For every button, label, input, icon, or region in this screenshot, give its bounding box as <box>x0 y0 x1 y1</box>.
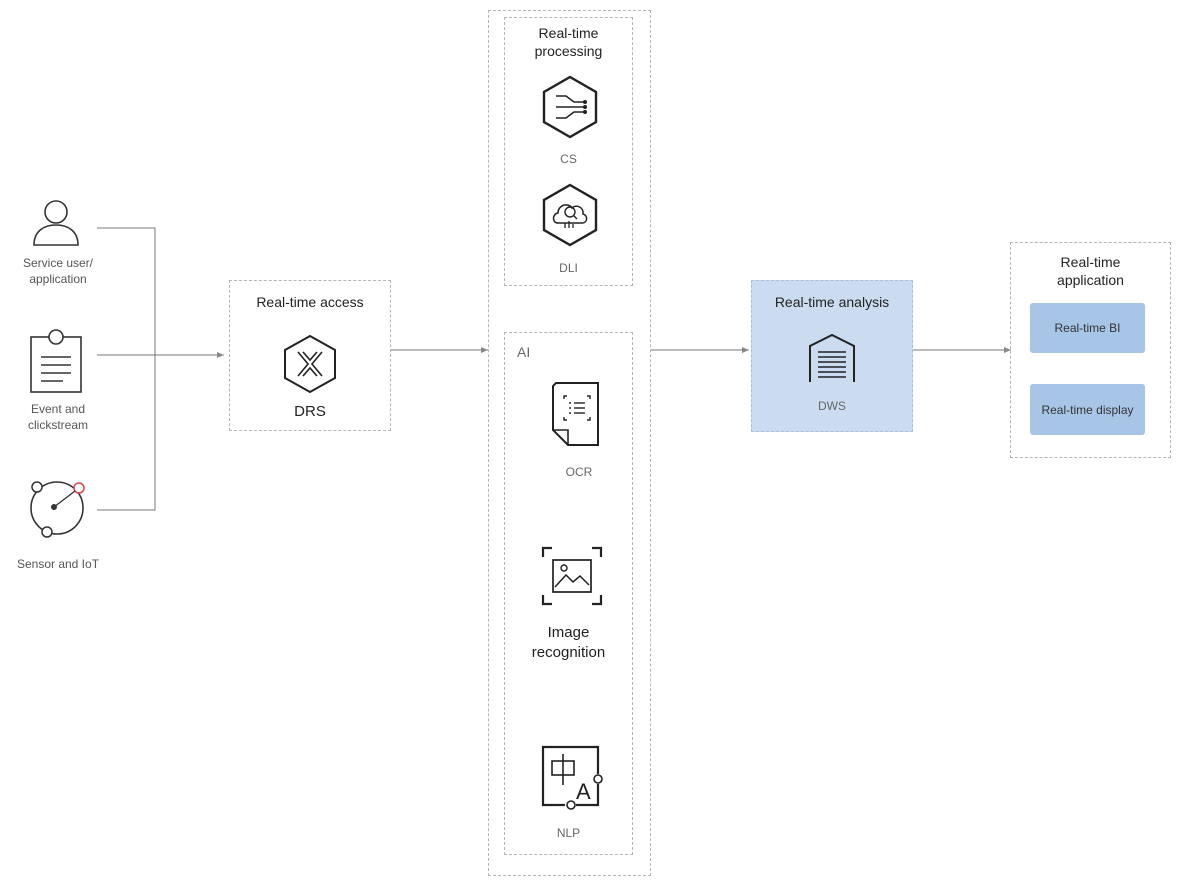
image-recognition-icon <box>540 543 604 614</box>
cs-label: CS <box>560 152 577 166</box>
realtime-display-box: Real-time display <box>1030 384 1145 435</box>
drs-label: DRS <box>294 403 326 420</box>
image-recognition-label: Image recognition <box>531 624 606 661</box>
processing-title: Real-time processing <box>534 25 603 59</box>
dws-icon <box>807 332 857 389</box>
document-icon <box>28 327 84 400</box>
person-icon <box>30 195 82 252</box>
svg-text:A: A <box>576 779 591 804</box>
application-title: Real-time application <box>1057 254 1124 288</box>
iot-sensor-icon <box>28 477 90 544</box>
access-group <box>229 280 391 431</box>
application-group <box>1010 242 1171 458</box>
dli-label: DLI <box>559 261 578 275</box>
processing-ai-column <box>488 10 651 876</box>
access-title: Real-time access <box>256 294 364 310</box>
source-label-user: Service user/ application <box>22 256 94 286</box>
ocr-icon <box>550 380 604 453</box>
ai-title: AI <box>517 344 531 360</box>
analysis-title: Real-time analysis <box>774 294 890 310</box>
nlp-label: NLP <box>556 826 581 840</box>
dli-icon <box>541 182 599 253</box>
ocr-label: OCR <box>565 465 593 479</box>
realtime-bi-box: Real-time BI <box>1030 303 1145 353</box>
dws-label: DWS <box>818 399 846 413</box>
nlp-icon: A <box>540 743 606 818</box>
source-label-iot: Sensor and IoT <box>16 557 100 571</box>
drs-icon <box>281 333 339 400</box>
source-label-event: Event and clickstream <box>27 402 88 432</box>
cs-icon <box>541 74 599 145</box>
processing-group <box>504 17 633 286</box>
analysis-group <box>751 280 913 432</box>
ai-group <box>504 332 633 855</box>
